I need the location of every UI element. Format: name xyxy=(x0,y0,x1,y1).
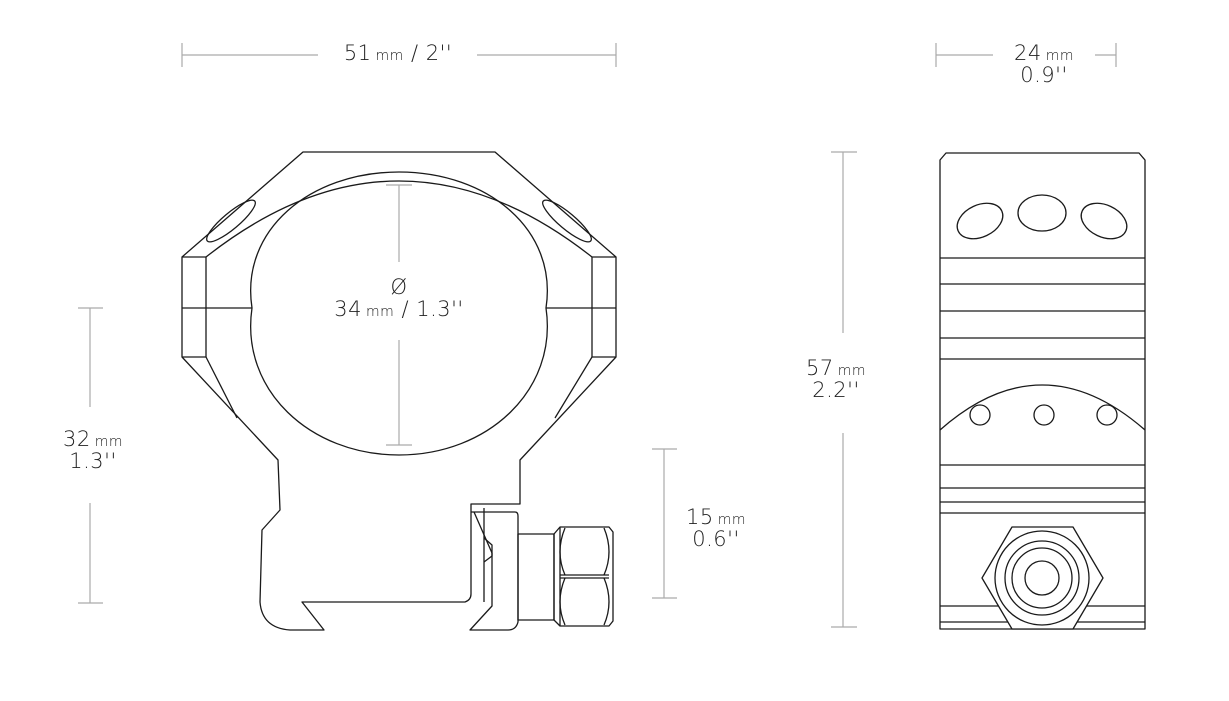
total-height-unit: mm xyxy=(837,363,867,379)
center-height-unit: mm xyxy=(94,434,124,450)
width-unit: mm xyxy=(375,48,404,64)
diameter-unit: mm xyxy=(366,304,395,321)
total-height-value: 57 xyxy=(805,356,834,380)
diameter-dimension-line xyxy=(386,184,412,446)
center-height-value: 32 xyxy=(62,427,91,451)
diameter-value: 34 xyxy=(334,297,363,322)
width-dimension-line xyxy=(181,43,617,67)
clamp-height-value: 15 xyxy=(685,505,714,529)
width-value: 51 xyxy=(343,41,372,65)
width-imperial: / 2'' xyxy=(411,41,453,65)
diameter-symbol: Ø xyxy=(390,275,408,299)
clamp-height-dimension-line xyxy=(652,448,677,599)
clamp-height-imperial: 0.6'' xyxy=(692,527,740,552)
front-view xyxy=(181,151,617,631)
depth-unit: mm xyxy=(1045,48,1075,64)
center-height-imperial: 1.3'' xyxy=(69,449,117,474)
depth-imperial: 0.9'' xyxy=(1020,63,1068,88)
clamp-height-unit: mm xyxy=(717,512,747,528)
depth-value: 24 xyxy=(1013,41,1042,65)
depth-dimension-line xyxy=(935,43,1117,67)
side-view xyxy=(939,152,1146,630)
total-height-imperial: 2.2'' xyxy=(812,378,860,403)
center-height-dimension-line xyxy=(78,307,103,604)
diameter-imperial: / 1.3'' xyxy=(401,297,464,322)
total-height-dimension-line xyxy=(831,151,857,628)
